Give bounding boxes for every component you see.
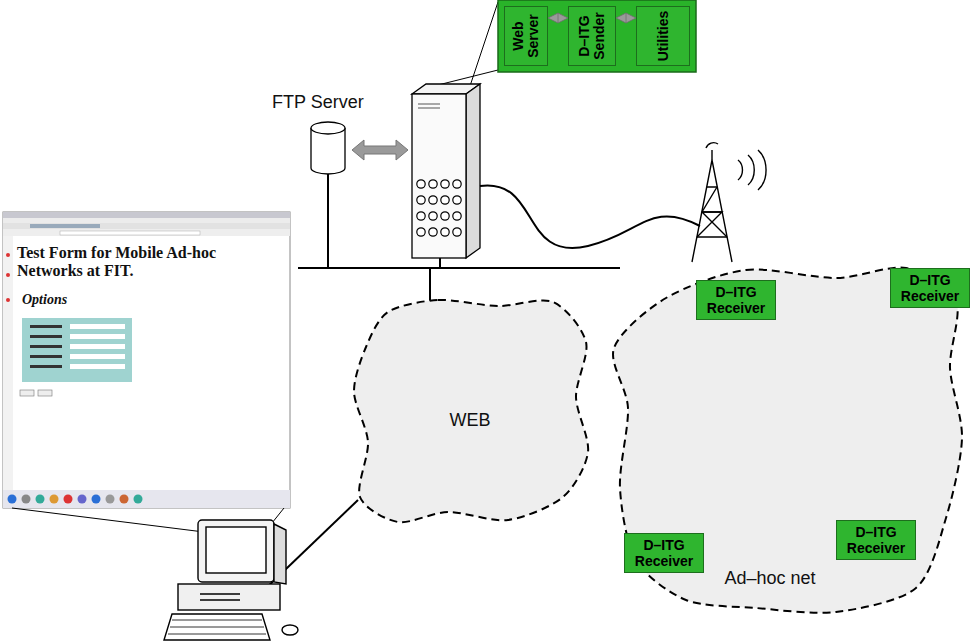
- web-link: [262, 500, 358, 592]
- module-label: Utilities: [656, 7, 671, 65]
- module-label: D–ITG Sender: [577, 7, 607, 65]
- browser-screenshot: [3, 212, 290, 508]
- double-arrow: [623, 16, 629, 21]
- antenna-tower: [692, 143, 766, 262]
- server-tower: [412, 84, 480, 258]
- screenshot-text: Test Form for Mobile Ad-hoc Networks at …: [17, 244, 285, 280]
- server-label: FTP Server: [272, 92, 364, 113]
- cable: [480, 185, 700, 248]
- software-module: Utilities: [636, 6, 690, 66]
- database-cylinder: [311, 122, 345, 174]
- desktop-computer: [164, 520, 298, 640]
- cloud-label: Ad–hoc net: [724, 568, 815, 589]
- web-cloud: WEB: [348, 292, 596, 528]
- receiver-box: D–ITG Receiver: [696, 280, 776, 320]
- receiver-label: D–ITG Receiver: [901, 272, 959, 304]
- software-module: Web Server: [504, 6, 548, 66]
- db-arrow: [352, 140, 408, 160]
- network-bus: [298, 174, 620, 302]
- receiver-label: D–ITG Receiver: [847, 524, 905, 556]
- screenshot-text: Options: [22, 292, 67, 308]
- cloud-label: WEB: [449, 410, 490, 431]
- server-panel: [498, 0, 696, 72]
- receiver-box: D–ITG Receiver: [624, 533, 704, 573]
- receiver-box: D–ITG Receiver: [836, 520, 916, 560]
- receiver-label: D–ITG Receiver: [707, 284, 765, 316]
- double-arrow: [555, 16, 561, 21]
- software-module: D–ITG Sender: [568, 6, 616, 66]
- adhoc-cloud: Ad–hoc netD–ITG ReceiverD–ITG ReceiverD–…: [606, 258, 968, 622]
- receiver-box: D–ITG Receiver: [890, 268, 970, 308]
- callout-line: [470, 2, 498, 86]
- callout-line: [12, 508, 204, 532]
- receiver-label: D–ITG Receiver: [635, 537, 693, 569]
- module-label: Web Server: [511, 7, 541, 65]
